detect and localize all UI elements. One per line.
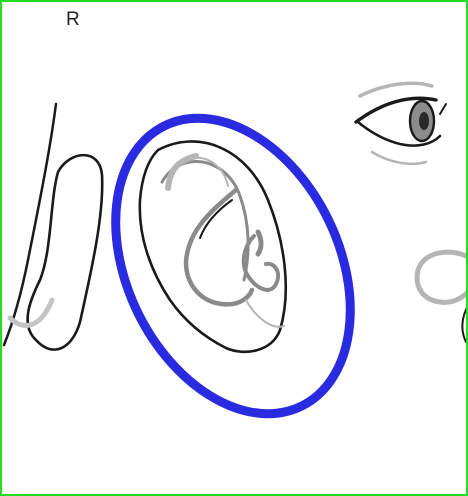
side-label: R bbox=[66, 9, 80, 30]
eye-drawing bbox=[354, 81, 447, 166]
left-ear-shape bbox=[26, 153, 104, 351]
highlight-ellipse bbox=[111, 113, 355, 419]
nose-drawing bbox=[414, 249, 468, 343]
left-head-outline bbox=[2, 102, 104, 351]
pupil bbox=[419, 112, 429, 130]
ear-drawing bbox=[138, 140, 288, 354]
